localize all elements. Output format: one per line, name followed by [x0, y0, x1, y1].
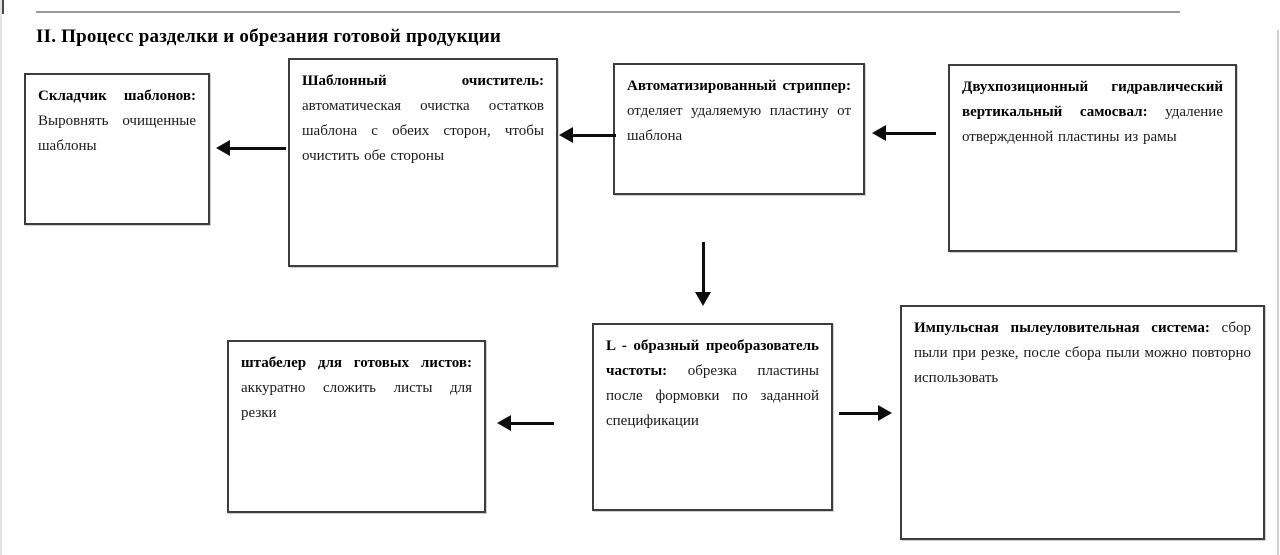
arrow-down-icon: [695, 242, 711, 306]
arrow-left-icon: [559, 127, 616, 143]
page-corner-mark: [0, 0, 4, 14]
arrow-shaft: [886, 131, 936, 135]
page-edge-left: [0, 0, 2, 555]
arrow-shaft: [701, 242, 705, 292]
box-desc: Выровнять очищенные шаблоны: [38, 113, 196, 154]
arrow-head: [559, 127, 573, 143]
arrow-head: [872, 125, 886, 141]
box-label: Импульсная пылеуловительная система:: [914, 320, 1210, 336]
box-text: Складчик шаблонов: Выровнять очищенные ш…: [38, 84, 196, 159]
flow-box-template-cleaner: Шаблонный очиститель: автоматическая очи…: [288, 58, 558, 267]
box-desc: аккуратно сложить листы для резки: [241, 380, 472, 421]
flow-box-hydraulic-tipper: Двухпозиционный гидравлический вертикаль…: [948, 64, 1237, 252]
arrow-head: [216, 140, 230, 156]
flow-box-auto-stripper: Автоматизированный стриппер: отделяет уд…: [613, 63, 865, 195]
arrow-left-icon: [872, 125, 936, 141]
box-text: штабелер для готовых листов: аккуратно с…: [241, 351, 472, 426]
box-text: Автоматизированный стриппер: отделяет уд…: [627, 74, 851, 149]
box-desc: автоматическая очистка остатков шаблона …: [302, 98, 544, 164]
box-text: Шаблонный очиститель: автоматическая очи…: [302, 69, 544, 169]
arrow-right-icon: [839, 405, 892, 421]
box-label: Автоматизированный стриппер:: [627, 78, 851, 94]
box-label: штабелер для готовых листов:: [241, 355, 472, 371]
box-label: Двухпозиционный гидравлический вертикаль…: [962, 79, 1223, 120]
box-text: Двухпозиционный гидравлический вертикаль…: [962, 75, 1223, 150]
box-desc: сбор пыли при резке, после сбора пыли мо…: [914, 320, 1252, 386]
section-title: II. Процесс разделки и обрезания готовой…: [36, 26, 502, 47]
arrow-head: [695, 292, 711, 306]
top-horizontal-rule: [36, 11, 1180, 13]
flow-box-sheet-stacker: штабелер для готовых листов: аккуратно с…: [227, 340, 486, 513]
box-desc: удаление отвержденной пластины из рамы: [962, 104, 1223, 145]
arrow-head: [878, 405, 892, 421]
flow-box-dust-system: Импульсная пылеуловительная система: сбо…: [900, 305, 1265, 540]
arrow-head: [497, 415, 511, 431]
box-desc: отделяет удаляемую пластину от шаблона: [627, 103, 851, 144]
box-text: L - образный преобразователь частоты: об…: [606, 334, 819, 434]
arrow-shaft: [573, 133, 616, 137]
flow-box-template-stacker: Складчик шаблонов: Выровнять очищенные ш…: [24, 73, 210, 225]
box-label: Складчик шаблонов:: [38, 88, 196, 104]
arrow-left-icon: [497, 415, 554, 431]
arrow-shaft: [511, 421, 554, 425]
box-label: Шаблонный очиститель:: [302, 73, 544, 89]
arrow-shaft: [230, 146, 286, 150]
flow-box-l-converter: L - образный преобразователь частоты: об…: [592, 323, 833, 511]
box-desc: обрезка пластины после формовки по задан…: [606, 363, 819, 429]
box-label: L - образный преобразователь частоты:: [606, 338, 819, 379]
page-edge-right: [1277, 30, 1279, 555]
arrow-shaft: [839, 411, 878, 415]
box-text: Импульсная пылеуловительная система: сбо…: [914, 316, 1251, 391]
arrow-left-icon: [216, 140, 286, 156]
